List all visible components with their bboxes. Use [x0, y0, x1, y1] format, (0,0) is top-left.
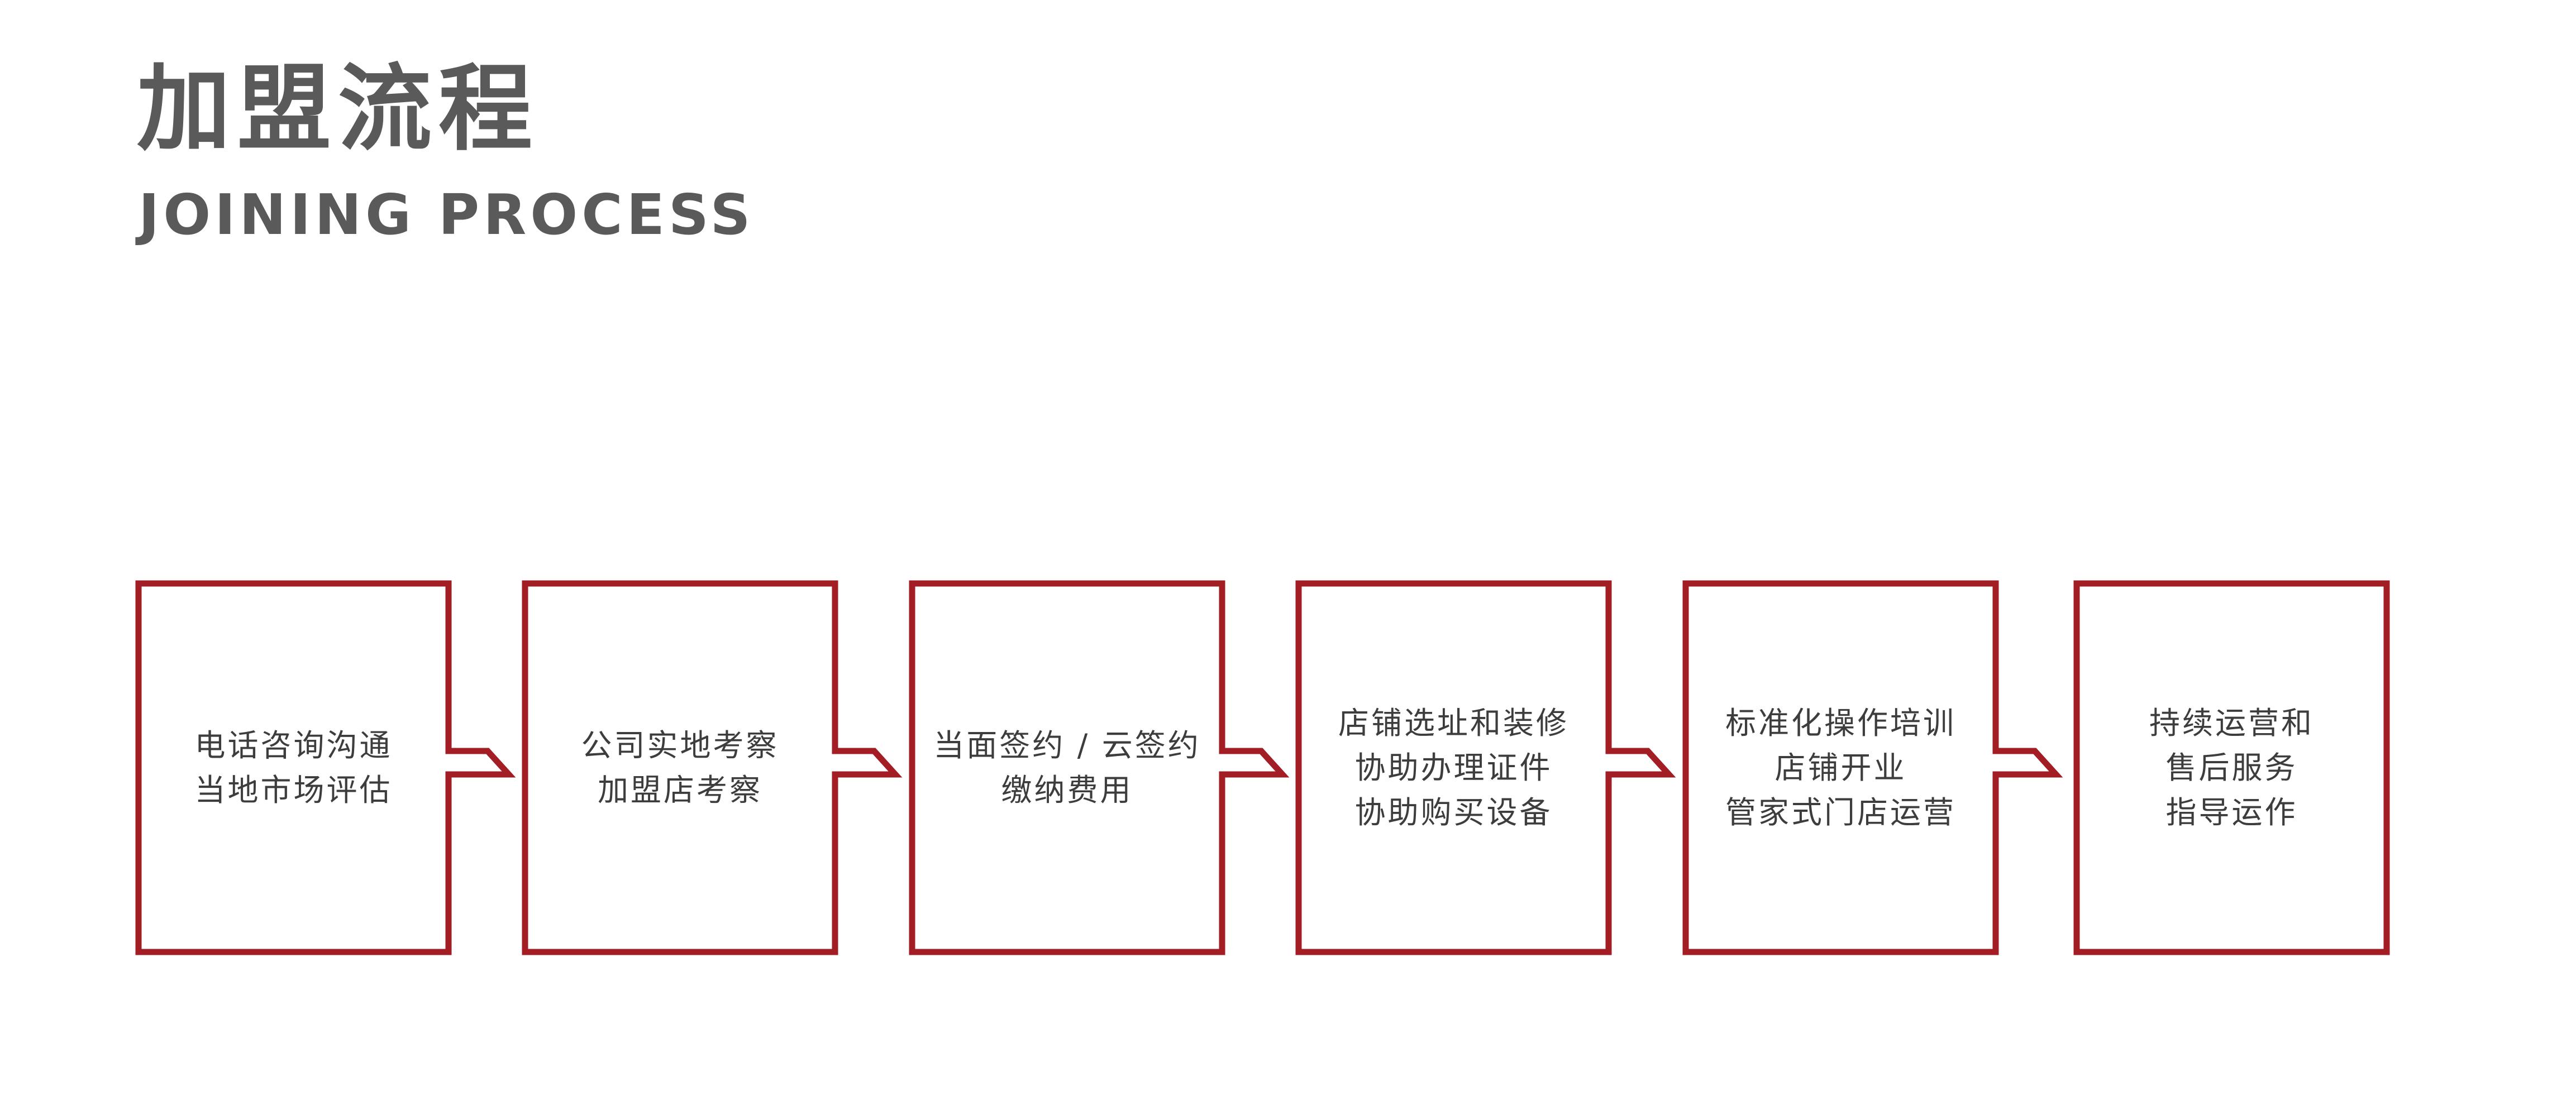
step-3-line-2: 缴纳费用: [1001, 772, 1133, 808]
step-1-text: 电话咨询沟通当地市场评估: [139, 583, 449, 952]
step-4-line-3: 协助购买设备: [1354, 795, 1553, 830]
step-4-line-2: 协助办理证件: [1354, 750, 1553, 786]
step-4-text: 店铺选址和装修协助办理证件协助购买设备: [1299, 583, 1609, 952]
page-subtitle: JOINING PROCESS: [139, 182, 755, 247]
step-2-text: 公司实地考察加盟店考察: [525, 583, 835, 952]
step-2-line-2: 加盟店考察: [597, 772, 762, 808]
step-6-line-3: 指导运作: [2165, 795, 2298, 830]
step-5-line-3: 管家式门店运营: [1725, 795, 1956, 830]
step-5-text: 标准化操作培训店铺开业管家式门店运营: [1686, 583, 1996, 952]
step-3-text: 当面签约 / 云签约缴纳费用: [912, 583, 1222, 952]
step-3-line-1: 当面签约 / 云签约: [933, 728, 1201, 763]
page-title: 加盟流程: [137, 54, 539, 164]
step-5-line-1: 标准化操作培训: [1725, 705, 1956, 741]
step-5-line-2: 店铺开业: [1774, 750, 1907, 786]
step-6-text: 持续运营和售后服务指导运作: [2077, 583, 2387, 952]
step-2-line-1: 公司实地考察: [581, 728, 779, 763]
step-6-line-1: 持续运营和: [2149, 705, 2314, 741]
step-1-line-1: 电话咨询沟通: [194, 728, 393, 763]
step-6-line-2: 售后服务: [2165, 750, 2298, 786]
step-4-line-1: 店铺选址和装修: [1338, 705, 1569, 741]
step-1-line-2: 当地市场评估: [194, 772, 393, 808]
